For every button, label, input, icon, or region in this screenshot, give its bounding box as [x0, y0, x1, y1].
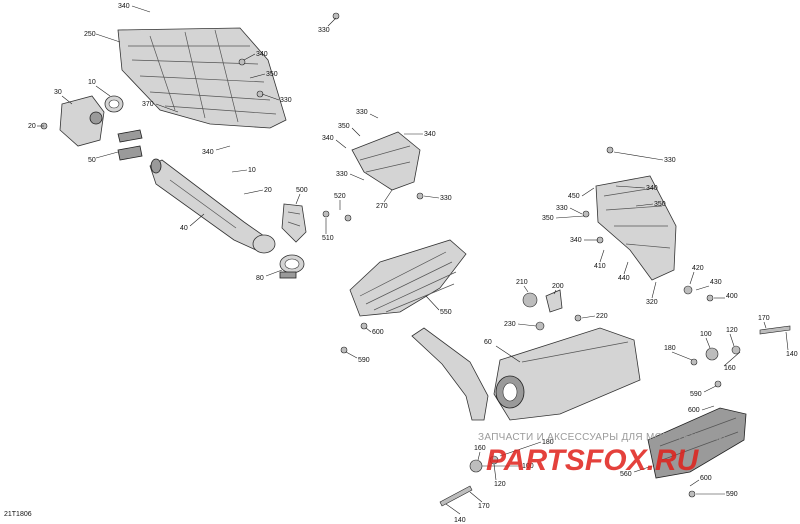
callout-label: 340: [256, 51, 268, 58]
callout-label: 100: [522, 463, 534, 470]
callout-label: 140: [454, 517, 466, 524]
callout-label: 590: [358, 357, 370, 364]
callout-label: 330: [440, 195, 452, 202]
callout-label: 330: [556, 205, 568, 212]
callout-label: 440: [618, 275, 630, 282]
callout-label: 210: [516, 279, 528, 286]
callout-label: 340: [202, 149, 214, 156]
callout-label: 330: [318, 27, 330, 34]
callout-label: 120: [494, 481, 506, 488]
callouts: 340 330 250 340 350 330 370 10 30 20 50 …: [28, 3, 798, 524]
callout-label: 340: [322, 135, 334, 142]
callout-label: 410: [594, 263, 606, 270]
callout-label: 330: [280, 97, 292, 104]
callout-label: 20: [264, 187, 272, 194]
diagram-reference: 21T1806: [4, 511, 32, 518]
callout-label: 80: [256, 275, 264, 282]
front-exhaust-pipe: [149, 158, 276, 254]
callout-label: 420: [692, 265, 704, 272]
callout-label: 510: [322, 235, 334, 242]
callout-label: 560: [620, 471, 632, 478]
callout-label: 330: [336, 171, 348, 178]
watermark: ЗАПЧАСТИ И АКСЕССУАРЫ ДЛЯ МОТОТЕХНИКИ PA…: [478, 432, 726, 477]
callout-label: 340: [570, 237, 582, 244]
callout-label: 600: [700, 475, 712, 482]
callout-label: 160: [474, 445, 486, 452]
pipe-clamp: [279, 254, 305, 279]
callout-label: 60: [484, 339, 492, 346]
springs: [117, 129, 143, 161]
callout-label: 270: [376, 203, 388, 210]
callout-label: 50: [88, 157, 96, 164]
callout-label: 160: [724, 365, 736, 372]
callout-label: 340: [646, 185, 658, 192]
callout-label: 180: [542, 439, 554, 446]
callout-label: 140: [786, 351, 798, 358]
callout-label: 340: [118, 3, 130, 10]
hardware: [40, 12, 791, 507]
callout-label: 170: [758, 315, 770, 322]
muffler-bracket: [351, 131, 421, 191]
callout-label: 500: [296, 187, 308, 194]
tail-cover: [647, 407, 747, 479]
callout-label: 10: [248, 167, 256, 174]
callout-label: 350: [542, 215, 554, 222]
callout-label: 590: [726, 491, 738, 498]
callout-label: 370: [142, 101, 154, 108]
callout-label: 200: [552, 283, 564, 290]
callout-label: 10: [88, 79, 96, 86]
callout-label: 220: [596, 313, 608, 320]
callout-label: 320: [646, 299, 658, 306]
callout-label: 590: [690, 391, 702, 398]
callout-label: 350: [654, 201, 666, 208]
callout-label: 30: [54, 89, 62, 96]
pipe-heat-shield: [281, 203, 307, 243]
heat-shield-rear: [595, 175, 677, 281]
callout-label: 250: [84, 31, 96, 38]
callout-label: 330: [664, 157, 676, 164]
muffler: [411, 327, 641, 421]
callout-label: 230: [504, 321, 516, 328]
heat-shield-upper: [117, 27, 287, 129]
callout-label: 350: [266, 71, 278, 78]
callout-label: 330: [356, 109, 368, 116]
exhaust-manifold: [59, 95, 124, 147]
callout-label: 430: [710, 279, 722, 286]
callout-label: 400: [726, 293, 738, 300]
callout-label: 100: [700, 331, 712, 338]
heat-shield-muffler: [349, 239, 467, 317]
callout-label: 40: [180, 225, 188, 232]
callout-label: 180: [664, 345, 676, 352]
callout-label: 520: [334, 193, 346, 200]
callout-label: 350: [338, 123, 350, 130]
callout-label: 550: [440, 309, 452, 316]
watermark-logo: PARTSFOX.RU: [486, 444, 700, 477]
watermark-caption: ЗАПЧАСТИ И АКСЕССУАРЫ ДЛЯ МОТОТЕХНИКИ: [478, 432, 726, 443]
callout-label: 170: [478, 503, 490, 510]
callout-label: 450: [568, 193, 580, 200]
callout-label: 20: [28, 123, 36, 130]
callout-label: 120: [726, 327, 738, 334]
callout-label: 600: [372, 329, 384, 336]
callout-label: 600: [688, 407, 700, 414]
callout-label: 340: [424, 131, 436, 138]
